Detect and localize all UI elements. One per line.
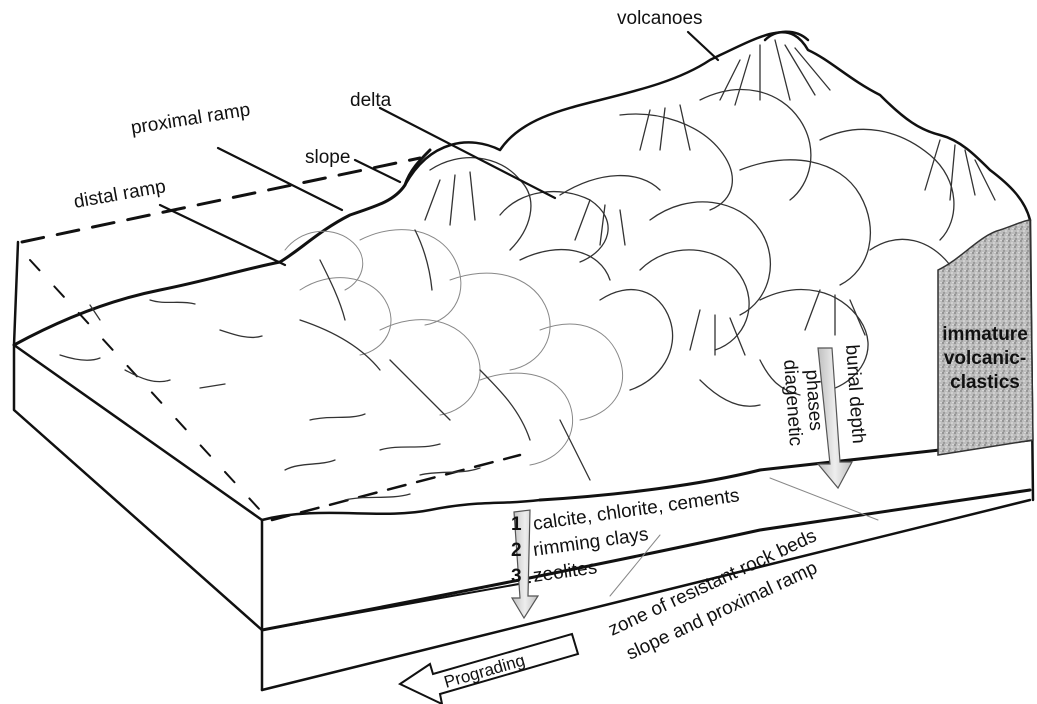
volcanic-highlands <box>405 32 1030 407</box>
immature-volcaniclastics: immature volcanic- clastics <box>938 220 1033 455</box>
immature-label-1: immature <box>942 324 1028 345</box>
basin-ripples <box>60 300 480 500</box>
surface-line <box>14 150 430 345</box>
leader-distal-ramp <box>160 205 285 265</box>
label-distal-ramp: distal ramp <box>72 176 167 213</box>
label-diagenetic-2: phases <box>801 369 826 432</box>
immature-label-3: clastics <box>950 372 1020 393</box>
delta-lobes <box>285 230 623 480</box>
label-slope: slope <box>305 147 350 168</box>
phase-arrow: 1 2 3 calcite, chlorite, cements rimming… <box>511 485 741 618</box>
phase-text-3: zeolites <box>532 557 599 587</box>
label-delta: delta <box>350 90 392 111</box>
label-volcanoes: volcanoes <box>617 8 703 29</box>
phase-number-2: 2 <box>511 540 522 561</box>
prograding-arrow: Prograding <box>400 634 578 704</box>
leader-volcanoes <box>688 32 718 60</box>
label-prograding: Prograding <box>442 651 527 692</box>
phase-number-3: 3 <box>511 566 522 587</box>
phase-number-1: 1 <box>511 514 522 535</box>
leader-zone-2 <box>770 478 878 520</box>
immature-label-2: volcanic- <box>944 348 1026 369</box>
label-proximal-ramp: proximal ramp <box>129 99 251 139</box>
